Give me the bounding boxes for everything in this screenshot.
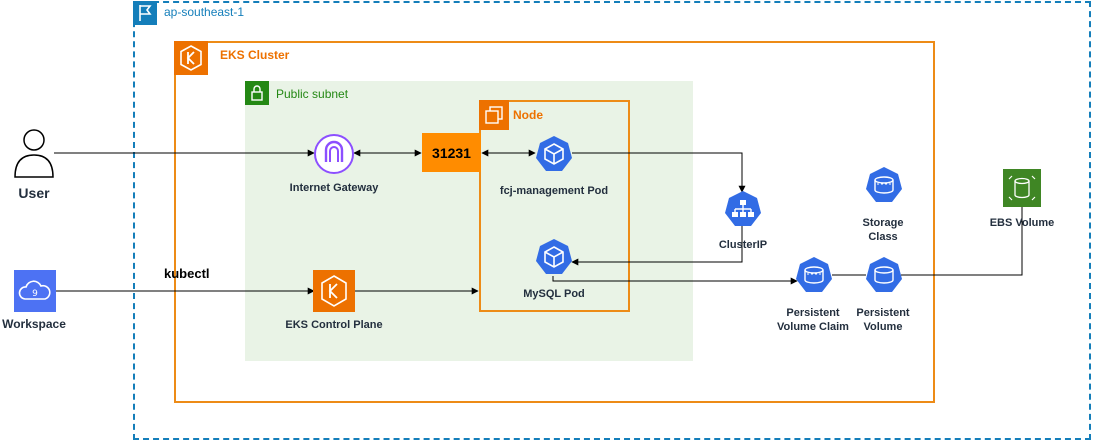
ebs-volume-label: EBS Volume (989, 217, 1055, 229)
edge-clusterip-to-mysql (571, 226, 743, 266)
user-icon (13, 127, 55, 184)
pv-label-line1: Persistent (856, 307, 910, 319)
cluster-ip-icon (724, 190, 762, 233)
node-label: Node (513, 108, 543, 122)
eks-cluster-label: EKS Cluster (220, 48, 290, 62)
eks-cluster-icon (174, 41, 208, 75)
public-subnet-label: Public subnet (276, 87, 349, 101)
pvc-label-line1: Persistent (786, 307, 840, 319)
ec2-instances-icon (479, 100, 509, 130)
pv-label-line2: Volume (863, 321, 903, 333)
edge-mysql-to-pvc (552, 276, 798, 285)
svg-text:9: 9 (32, 289, 38, 299)
eks-cluster-boundary (174, 41, 935, 403)
ebs-volume-icon (1003, 169, 1041, 212)
pv-icon (865, 256, 903, 299)
public-subnet-boundary (245, 81, 693, 361)
pvc-icon (795, 256, 833, 299)
edge-pv-to-ebs (901, 206, 1023, 276)
lock-icon (245, 81, 269, 105)
kubectl-edge-label: kubectl (164, 266, 210, 281)
user-label: User (18, 185, 50, 201)
region-flag-icon (133, 1, 157, 25)
eks-control-plane-label: EKS Control Plane (285, 319, 383, 331)
pvc-label-line2: Volume Claim (777, 321, 849, 333)
eks-control-plane-icon (313, 270, 355, 317)
storage-class-label-line1: Storage (862, 217, 904, 229)
node-port-box: 31231 (422, 133, 481, 172)
workspace-label: Workspace (2, 317, 66, 331)
edge-fcj-to-clusterip (572, 152, 746, 193)
internet-gateway-label: Internet Gateway (289, 182, 379, 194)
fcj-pod-label: fcj-management Pod (499, 185, 609, 197)
workspace-cloud-icon: 9 (14, 270, 56, 317)
storage-class-label-line2: Class (868, 231, 898, 243)
node-boundary (479, 100, 630, 312)
cluster-ip-label: ClusterIP (718, 239, 768, 251)
mysql-pod-icon (535, 238, 573, 281)
fcj-pod-icon (535, 135, 573, 178)
storage-class-icon (865, 166, 903, 209)
mysql-pod-label: MySQL Pod (523, 288, 585, 300)
internet-gateway-icon (313, 133, 355, 180)
region-boundary (133, 1, 1091, 440)
region-label: ap-southeast-1 (164, 5, 245, 19)
